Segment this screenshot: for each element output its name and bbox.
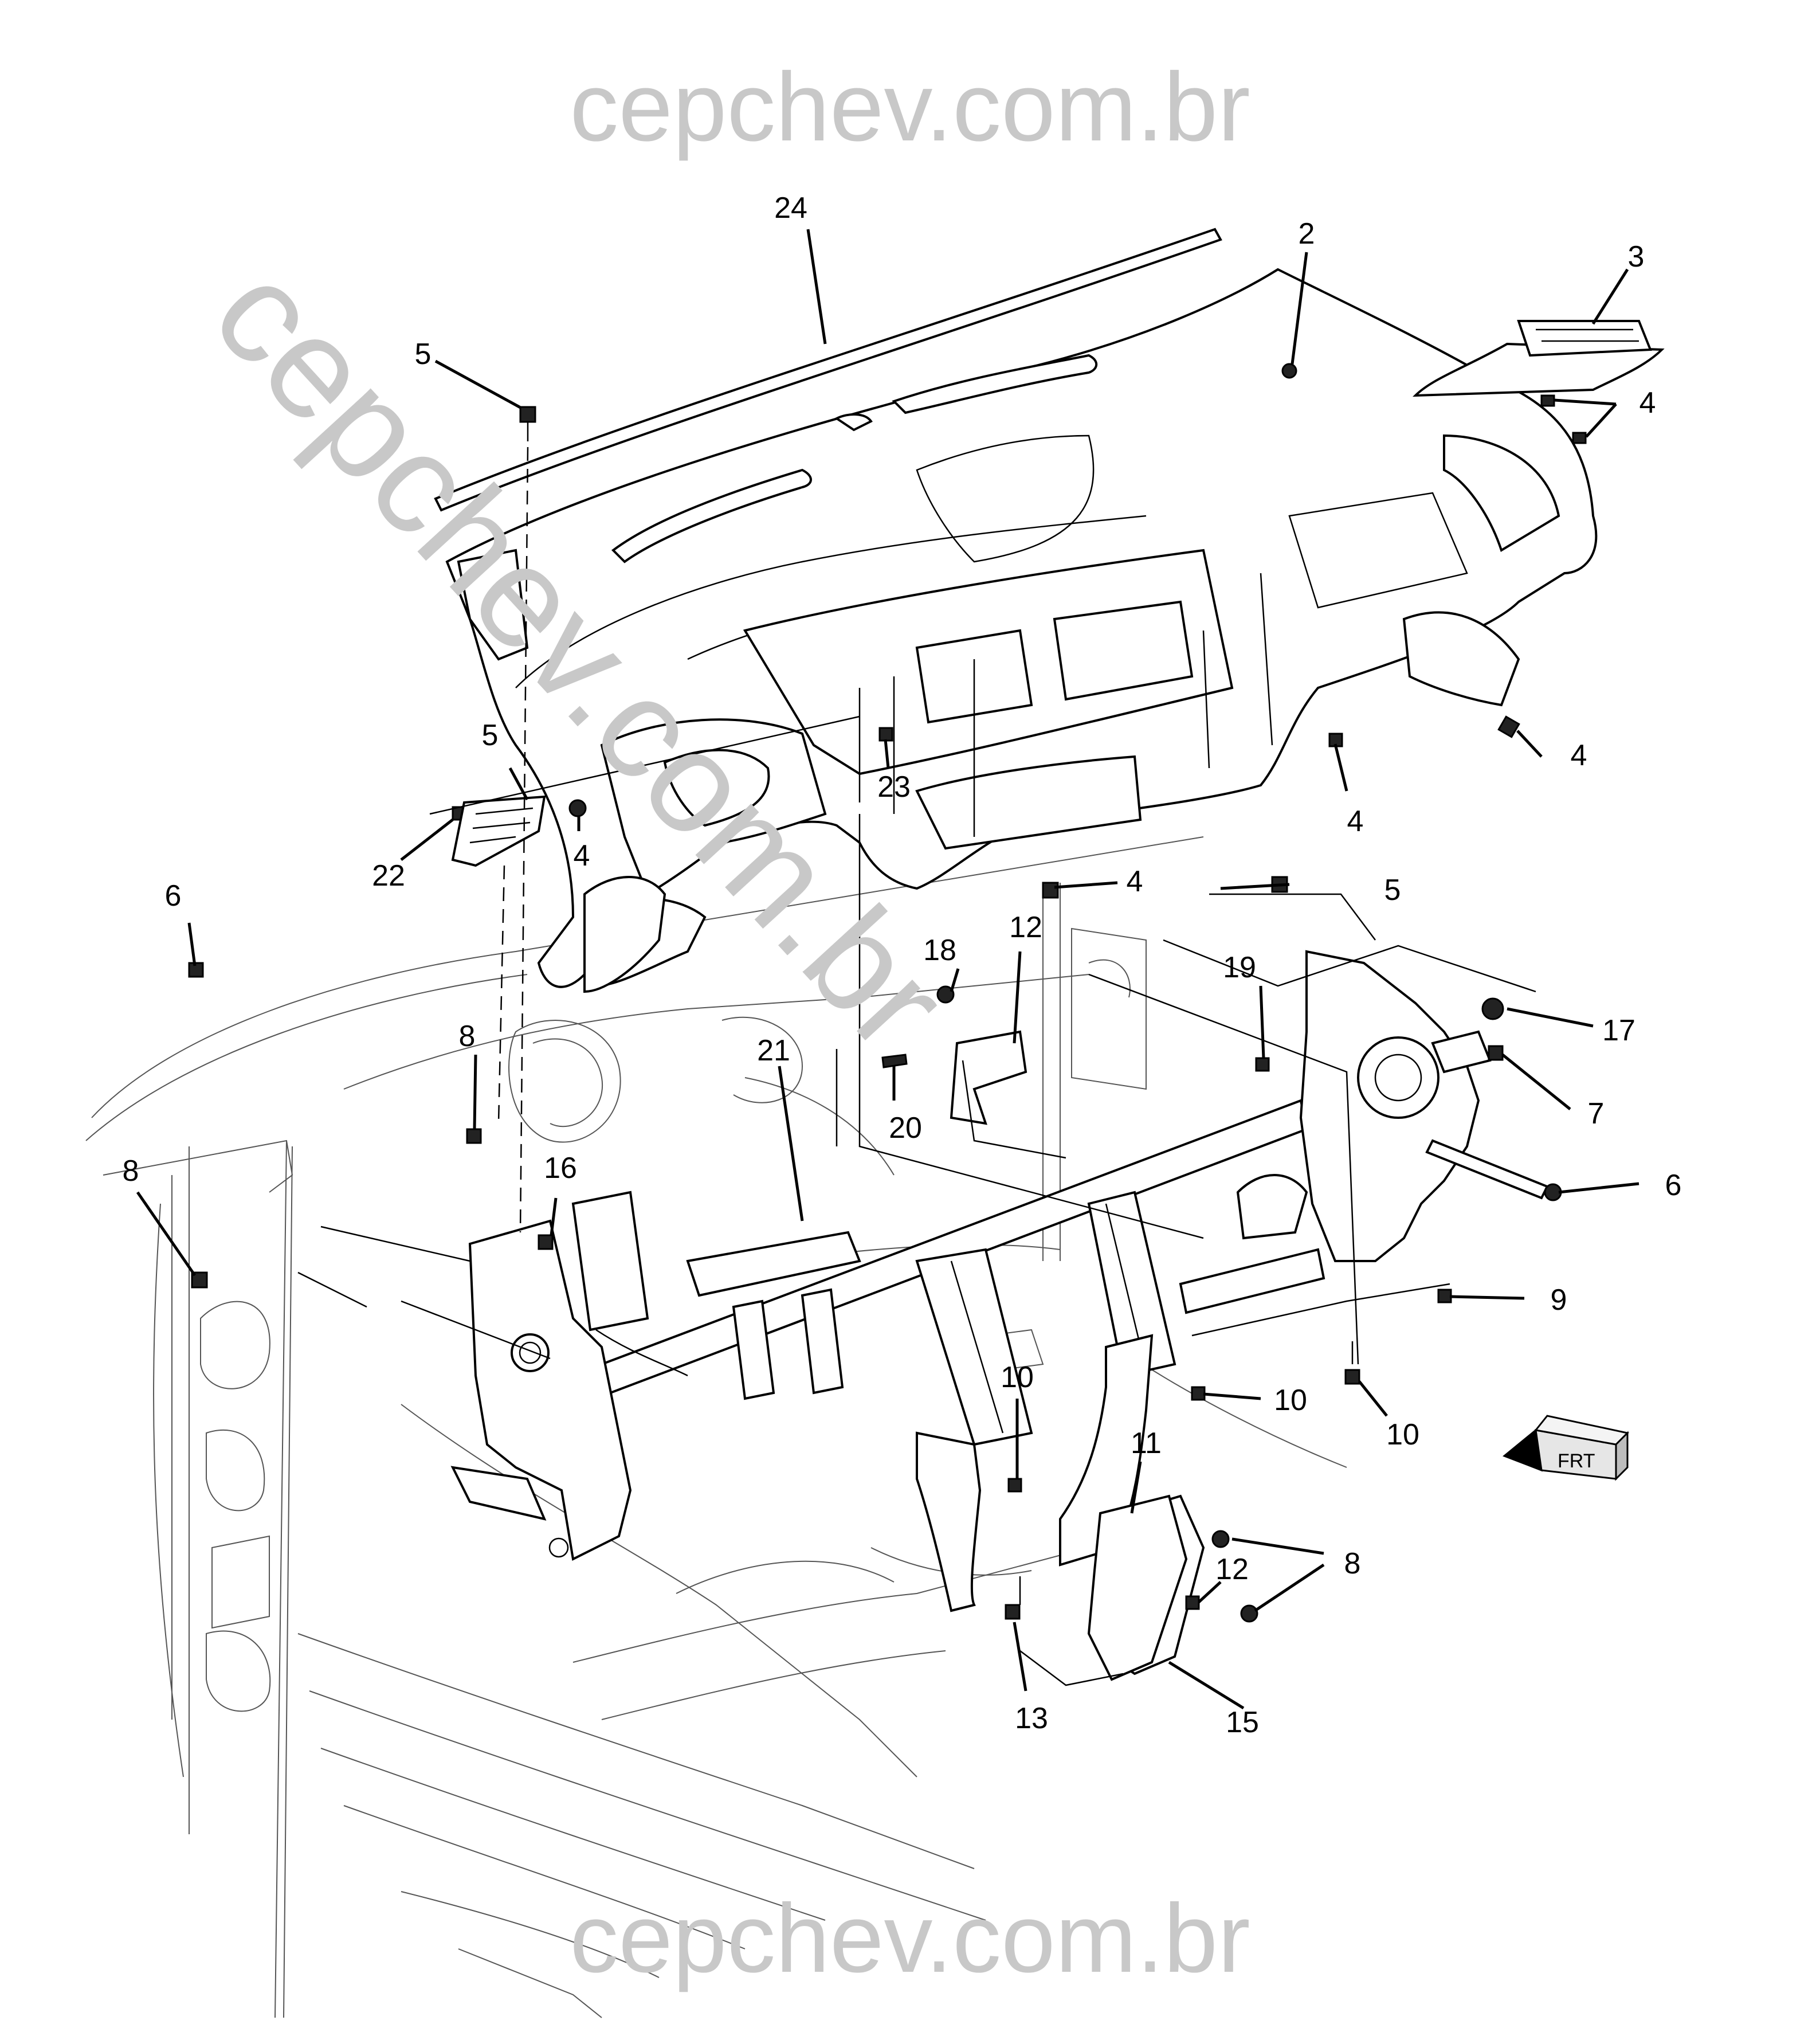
callout-4-center-right: 4 bbox=[1347, 805, 1364, 838]
callout-5-top-left: 5 bbox=[415, 338, 432, 371]
leader-lines bbox=[136, 229, 1639, 1710]
callout-24: 24 bbox=[774, 191, 807, 225]
watermark-top: cepchev.com.br bbox=[570, 53, 1250, 162]
callout-12-right: 8 bbox=[1344, 1547, 1361, 1580]
callout-13: 12 bbox=[1215, 1553, 1249, 1586]
frt-label: FRT bbox=[1558, 1450, 1595, 1472]
callout-8-left: 16 bbox=[544, 1152, 577, 1185]
callout-10-right: 9 bbox=[1551, 1283, 1567, 1317]
left-end-bracket bbox=[450, 1219, 632, 1561]
callout-8-right: 7 bbox=[1588, 1097, 1605, 1130]
callout-10-left: 10 bbox=[1001, 1361, 1034, 1394]
callout-23: 5 bbox=[482, 719, 499, 752]
callout-11: 10 bbox=[1386, 1418, 1419, 1451]
callout-4-right: 4 bbox=[1639, 386, 1656, 420]
watermark-bottom: cepchev.com.br bbox=[570, 1884, 1250, 1993]
callout-9: 6 bbox=[1665, 1169, 1682, 1202]
instrument-panel-assembly bbox=[434, 228, 1665, 993]
callout-labels: 24 2 3 5 4 4 5 23 4 22 4 4 5 6 12 18 19 … bbox=[123, 191, 1682, 1739]
alignment-lines bbox=[297, 447, 1536, 1686]
callout-2: 2 bbox=[1299, 217, 1315, 250]
cross-car-beam bbox=[571, 1099, 1450, 1446]
callout-4-center: 23 bbox=[877, 770, 911, 804]
right-end-bracket bbox=[1299, 950, 1492, 1262]
callout-18: 12 bbox=[1009, 911, 1042, 944]
callout-6-left: 8 bbox=[123, 1154, 139, 1188]
callout-4-left: 22 bbox=[372, 859, 405, 892]
callout-20: 21 bbox=[757, 1034, 790, 1067]
callout-12-left: 6 bbox=[165, 879, 182, 913]
callout-5-right: 4 bbox=[1571, 739, 1587, 772]
front-arrow-icon: FRT bbox=[1503, 1415, 1630, 1481]
callout-3: 3 bbox=[1628, 240, 1645, 273]
callout-10-center: 10 bbox=[1274, 1384, 1307, 1417]
callout-8-bottom: 11 bbox=[1131, 1427, 1162, 1460]
fasteners bbox=[188, 320, 1652, 1681]
callout-16: 20 bbox=[889, 1111, 922, 1145]
callout-19: 18 bbox=[923, 934, 956, 967]
callout-15: 13 bbox=[1015, 1702, 1048, 1735]
callout-5-center: 4 bbox=[1127, 865, 1143, 898]
callout-14: 15 bbox=[1226, 1706, 1259, 1739]
callout-21: 8 bbox=[459, 1020, 476, 1053]
callout-17: 19 bbox=[1223, 951, 1256, 984]
callout-7: 17 bbox=[1602, 1014, 1635, 1047]
callout-22: 4 bbox=[574, 839, 590, 872]
callout-6-right: 5 bbox=[1384, 874, 1401, 907]
